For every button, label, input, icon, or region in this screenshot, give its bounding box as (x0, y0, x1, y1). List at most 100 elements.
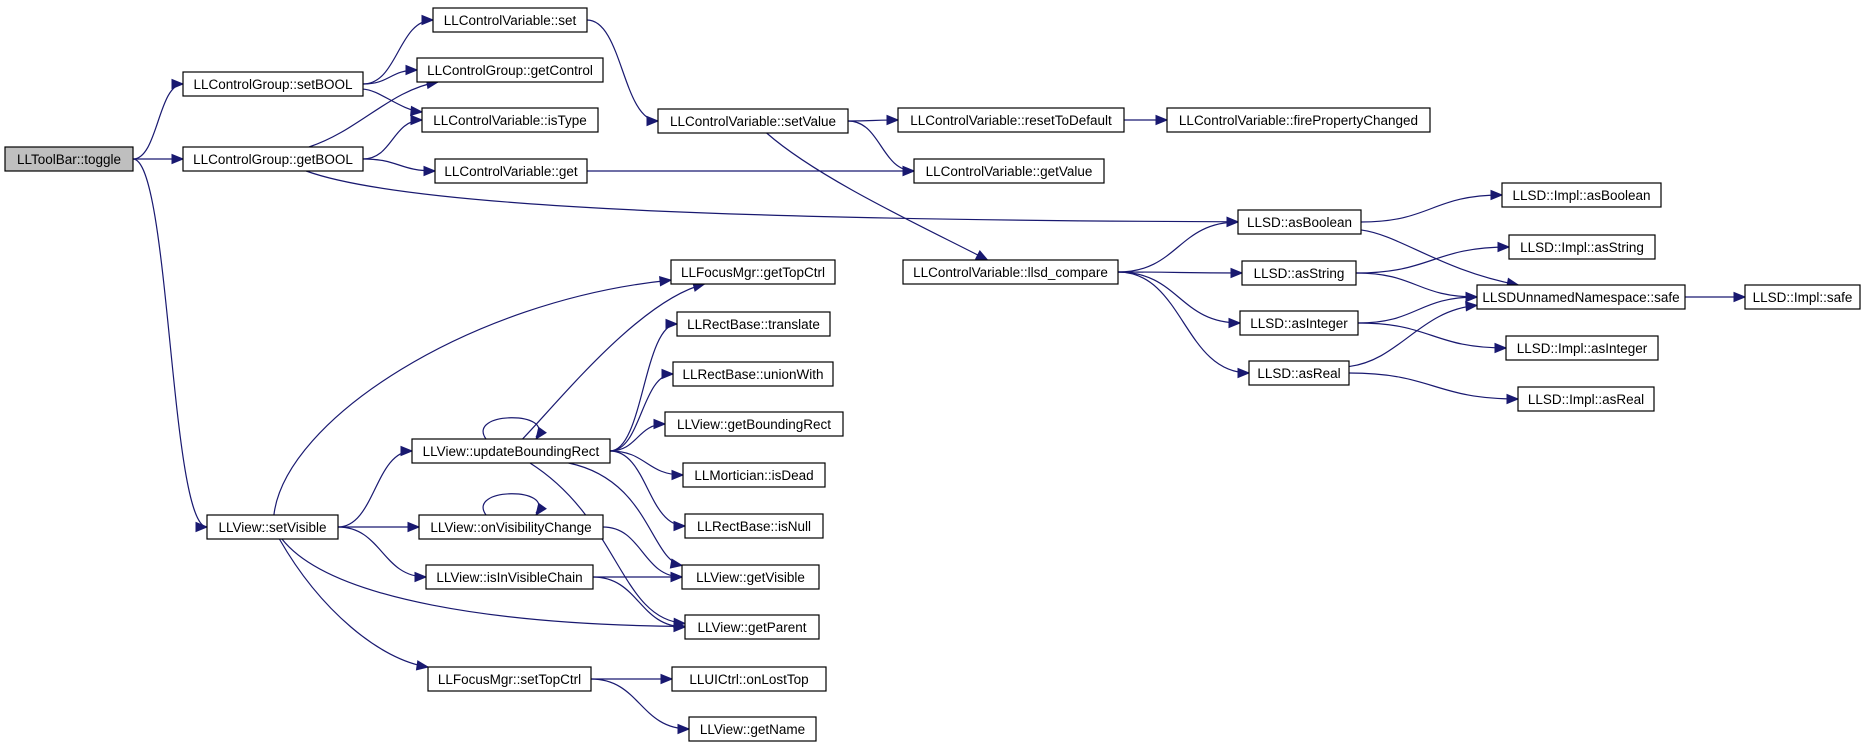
node-label: LLSD::asReal (1257, 366, 1340, 381)
node-llsd-asboolean[interactable]: LLSD::asBoolean (1237, 209, 1362, 235)
edge-unnamed_safe-to-impl_safe-arrowhead (1733, 291, 1747, 303)
node-label: LLSD::Impl::asInteger (1517, 341, 1648, 356)
edge-cv_llsd_compare-to-llsd_asstring-arrowhead (1230, 267, 1244, 279)
edge-llsd_asboolean-to-impl_asboolean-arrowhead (1490, 189, 1504, 201)
node-view-getboundingrect[interactable]: LLView::getBoundingRect (664, 411, 844, 437)
edge-llsd_asboolean-to-impl_asboolean (1360, 194, 1503, 223)
edge-llsd_asreal-to-unnamed_safe-arrowhead (1465, 301, 1479, 312)
node-box (664, 411, 844, 437)
node-label: LLView::getName (700, 722, 805, 737)
node-cv-llsd-compare[interactable]: LLControlVariable::llsd_compare (902, 259, 1119, 285)
node-box (418, 514, 604, 540)
edge-cv_llsd_compare-to-llsd_asboolean-arrowhead (1226, 216, 1240, 228)
node-box (425, 564, 594, 590)
node-cg-setbool[interactable]: LLControlGroup::setBOOL (182, 71, 364, 97)
node-label: LLControlGroup::getBOOL (193, 152, 353, 167)
edge-cv_setvalue-to-cv_resettodefault-arrowhead (886, 114, 900, 126)
node-label: LLControlVariable::resetToDefault (910, 113, 1112, 128)
edge-cv_resettodefault-to-cv_firepropertychanged-arrowhead (1155, 114, 1169, 126)
node-llsd-asinteger[interactable]: LLSD::asInteger (1239, 310, 1359, 336)
node-box (1476, 284, 1686, 310)
edge-view_setvisible-to-view_getparent (281, 538, 686, 628)
node-rect-translate[interactable]: LLRectBase::translate (676, 311, 831, 337)
edge-view_updateboundingrect-to-view_getvisible-arrowhead (669, 558, 684, 569)
edge-llsd_asinteger-to-impl_asinteger-arrowhead (1494, 342, 1508, 354)
edge-llsd_asstring-to-unnamed_safe (1355, 272, 1478, 298)
node-label: LLSD::Impl::asString (1520, 240, 1644, 255)
node-label: LLView::onVisibilityChange (430, 520, 591, 535)
edge-view_setvisible-to-focus_settopctrl (278, 538, 429, 668)
node-label: LLControlVariable::llsd_compare (913, 265, 1108, 280)
node-label: LLView::getVisible (696, 570, 805, 585)
edge-toolbar_toggle-to-view_setvisible (132, 158, 208, 528)
node-label: LLControlGroup::getControl (427, 63, 593, 78)
edge-view_updateboundingrect-to-view_getboundingrect-arrowhead (653, 418, 667, 430)
edge-cv_llsd_compare-to-llsd_asinteger (1117, 271, 1241, 324)
node-llsd-asreal[interactable]: LLSD::asReal (1248, 360, 1350, 386)
node-box (182, 146, 364, 172)
node-label: LLSD::Impl::asReal (1528, 392, 1644, 407)
node-uictrl-onlosttop[interactable]: LLUICtrl::onLostTop (671, 666, 827, 692)
node-cv-istype[interactable]: LLControlVariable::isType (421, 107, 599, 133)
node-toolbar-toggle[interactable]: LLToolBar::toggle (4, 146, 134, 172)
node-impl-asreal[interactable]: LLSD::Impl::asReal (1517, 386, 1655, 412)
node-llsd-asstring[interactable]: LLSD::asString (1241, 260, 1357, 286)
node-cv-firepropertychanged[interactable]: LLControlVariable::firePropertyChanged (1166, 107, 1431, 133)
node-label: LLMortician::isDead (694, 468, 813, 483)
node-cv-get[interactable]: LLControlVariable::get (434, 158, 588, 184)
node-focus-gettopctrl[interactable]: LLFocusMgr::getTopCtrl (670, 259, 836, 285)
node-view-setvisible[interactable]: LLView::setVisible (206, 514, 339, 540)
node-impl-asinteger[interactable]: LLSD::Impl::asInteger (1505, 335, 1659, 361)
edge-cv_llsd_compare-to-llsd_asboolean (1117, 221, 1239, 273)
edge-llsd_asreal-to-unnamed_safe (1348, 304, 1478, 368)
node-label: LLRectBase::isNull (697, 519, 811, 534)
edge-view_setvisible-to-focus_settopctrl-arrowhead (415, 660, 430, 671)
edge-view_updateboundingrect-to-view_getparent (529, 462, 686, 625)
edge-view_updateboundingrect-to-rect_isnull-arrowhead (673, 520, 687, 532)
node-box (1508, 234, 1656, 260)
node-label: LLUICtrl::onLostTop (689, 672, 808, 687)
node-box (1501, 182, 1662, 208)
node-label: LLFocusMgr::getTopCtrl (681, 265, 825, 280)
node-cv-setvalue[interactable]: LLControlVariable::setValue (657, 108, 849, 134)
edge-cg_getbool-to-cv_istype-arrowhead (410, 114, 424, 126)
node-unnamed-safe[interactable]: LLSDUnnamedNamespace::safe (1476, 284, 1686, 310)
edge-llsd_asstring-to-impl_asstring-arrowhead (1497, 241, 1511, 253)
node-impl-safe[interactable]: LLSD::Impl::safe (1744, 284, 1861, 310)
node-cv-getvalue[interactable]: LLControlVariable::getValue (913, 158, 1105, 184)
node-mortician-isdead[interactable]: LLMortician::isDead (682, 462, 826, 488)
node-box (913, 158, 1105, 184)
node-focus-settopctrl[interactable]: LLFocusMgr::setTopCtrl (427, 666, 592, 692)
node-impl-asboolean[interactable]: LLSD::Impl::asBoolean (1501, 182, 1662, 208)
node-rect-isnull[interactable]: LLRectBase::isNull (684, 513, 824, 539)
edge-cv_llsd_compare-to-llsd_asreal (1117, 271, 1250, 374)
edge-cv_setvalue-to-cv_getvalue-arrowhead (902, 165, 916, 177)
edge-view_setvisible-to-view_updateboundingrect (337, 450, 413, 528)
edge-view_isinvisiblechain-to-view_getparent (592, 576, 686, 628)
node-cg-getbool[interactable]: LLControlGroup::getBOOL (182, 146, 364, 172)
node-box (434, 158, 588, 184)
node-cg-getcontrol[interactable]: LLControlGroup::getControl (416, 57, 604, 83)
node-view-getvisible[interactable]: LLView::getVisible (681, 564, 820, 590)
edge-cg_setbool-to-cg_getcontrol-arrowhead (405, 64, 419, 76)
edge-view_setvisible-to-focus_gettopctrl (273, 279, 672, 516)
node-view-onvisibilitychange[interactable]: LLView::onVisibilityChange (418, 514, 604, 540)
node-view-isinvisiblechain[interactable]: LLView::isInVisibleChain (425, 564, 594, 590)
node-label: LLSD::asBoolean (1247, 215, 1352, 230)
node-view-updateboundingrect[interactable]: LLView::updateBoundingRect (411, 438, 611, 464)
node-cv-set[interactable]: LLControlVariable::set (432, 7, 588, 33)
node-impl-asstring[interactable]: LLSD::Impl::asString (1508, 234, 1656, 260)
node-box (688, 716, 817, 742)
edge-view_updateboundingrect-to-view_updateboundingrect (482, 417, 540, 440)
node-rect-unionwith[interactable]: LLRectBase::unionWith (672, 361, 834, 387)
node-box (1744, 284, 1861, 310)
node-cv-resettodefault[interactable]: LLControlVariable::resetToDefault (897, 107, 1125, 133)
edge-cg_getbool-to-cg_getcontrol (308, 81, 439, 148)
node-view-getparent[interactable]: LLView::getParent (684, 614, 820, 640)
edge-llsd_asinteger-to-impl_asinteger (1357, 322, 1507, 349)
node-label: LLControlGroup::setBOOL (193, 77, 353, 92)
node-view-getname[interactable]: LLView::getName (688, 716, 817, 742)
node-label: LLRectBase::unionWith (682, 367, 823, 382)
node-box (1517, 386, 1655, 412)
